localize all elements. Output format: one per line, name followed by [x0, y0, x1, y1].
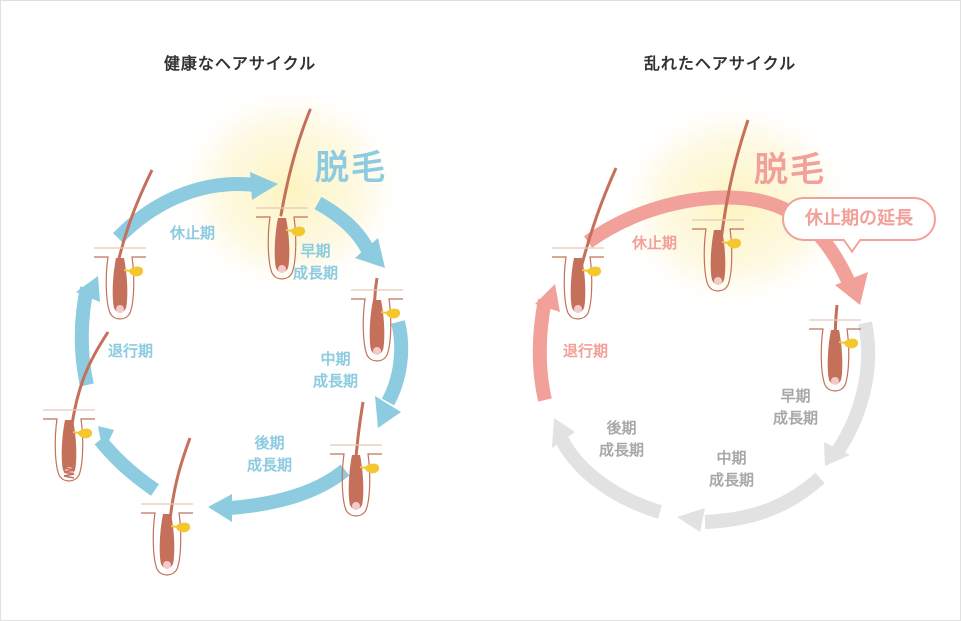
follicle-early-anagen [350, 277, 404, 362]
early-anagen-line2: 成長期 [773, 409, 819, 427]
inactive-arrows [555, 321, 876, 529]
late-anagen-line1: 後期 [254, 434, 285, 452]
late-anagen-line2: 成長期 [247, 456, 293, 474]
follicle-shedding [255, 108, 312, 280]
healthy-cycle-diagram [42, 80, 410, 576]
telogen-label: 休止期 [170, 224, 216, 242]
shedding-label: 脱毛 [315, 148, 387, 188]
shedding-label: 脱毛 [754, 150, 826, 190]
early-anagen-label: 早期 成長期 [293, 240, 338, 284]
active-arrow-heads [535, 272, 868, 312]
early-anagen-label: 早期 成長期 [773, 385, 818, 429]
shedding-glow [610, 95, 860, 315]
disrupted-cycle-diagram [532, 95, 876, 532]
late-anagen-label: 後期 成長期 [247, 432, 292, 476]
mid-anagen-label: 中期 成長期 [709, 447, 754, 491]
catagen-label: 退行期 [563, 342, 609, 360]
early-anagen-line2: 成長期 [293, 264, 339, 282]
mid-anagen-line1: 中期 [716, 449, 747, 467]
healthy-hair-cycle-panel: 健康なヘアサイクル 脱毛 休止期 早期 成長期 中期 成長期 後期 成長期 退行… [0, 0, 480, 621]
healthy-cycle-title: 健康なヘアサイクル [163, 54, 317, 73]
telogen-label: 休止期 [632, 234, 678, 252]
shedding-glow [170, 80, 410, 300]
follicle-late-anagen [140, 437, 194, 576]
mid-anagen-line2: 成長期 [313, 372, 359, 390]
telogen-extension-callout: 休止期の延長 [782, 197, 936, 241]
late-anagen-label: 後期 成長期 [599, 417, 644, 461]
late-anagen-line1: 後期 [606, 419, 637, 437]
active-arrows [532, 190, 857, 402]
disrupted-cycle-title: 乱れたヘアサイクル [643, 54, 797, 73]
early-anagen-line1: 早期 [780, 387, 811, 405]
follicle-shedding [691, 119, 750, 292]
mid-anagen-line1: 中期 [320, 350, 351, 368]
arrow-heads [76, 172, 401, 522]
follicle-early-anagen [808, 304, 862, 392]
inactive-arrow-heads [552, 418, 850, 532]
early-anagen-line1: 早期 [300, 242, 331, 260]
catagen-label: 退行期 [108, 342, 154, 360]
follicle-telogen [551, 167, 618, 320]
late-anagen-line2: 成長期 [599, 441, 645, 459]
mid-anagen-label: 中期 成長期 [313, 348, 358, 392]
follicle-telogen [93, 169, 154, 320]
disrupted-hair-cycle-panel: 乱れたヘアサイクル 脱毛 休止期の延長 休止期 退行期 早期 成長期 中期 成長… [480, 0, 960, 621]
follicle-mid-anagen [329, 401, 383, 517]
mid-anagen-line2: 成長期 [709, 471, 755, 489]
follicle-catagen [42, 331, 110, 482]
